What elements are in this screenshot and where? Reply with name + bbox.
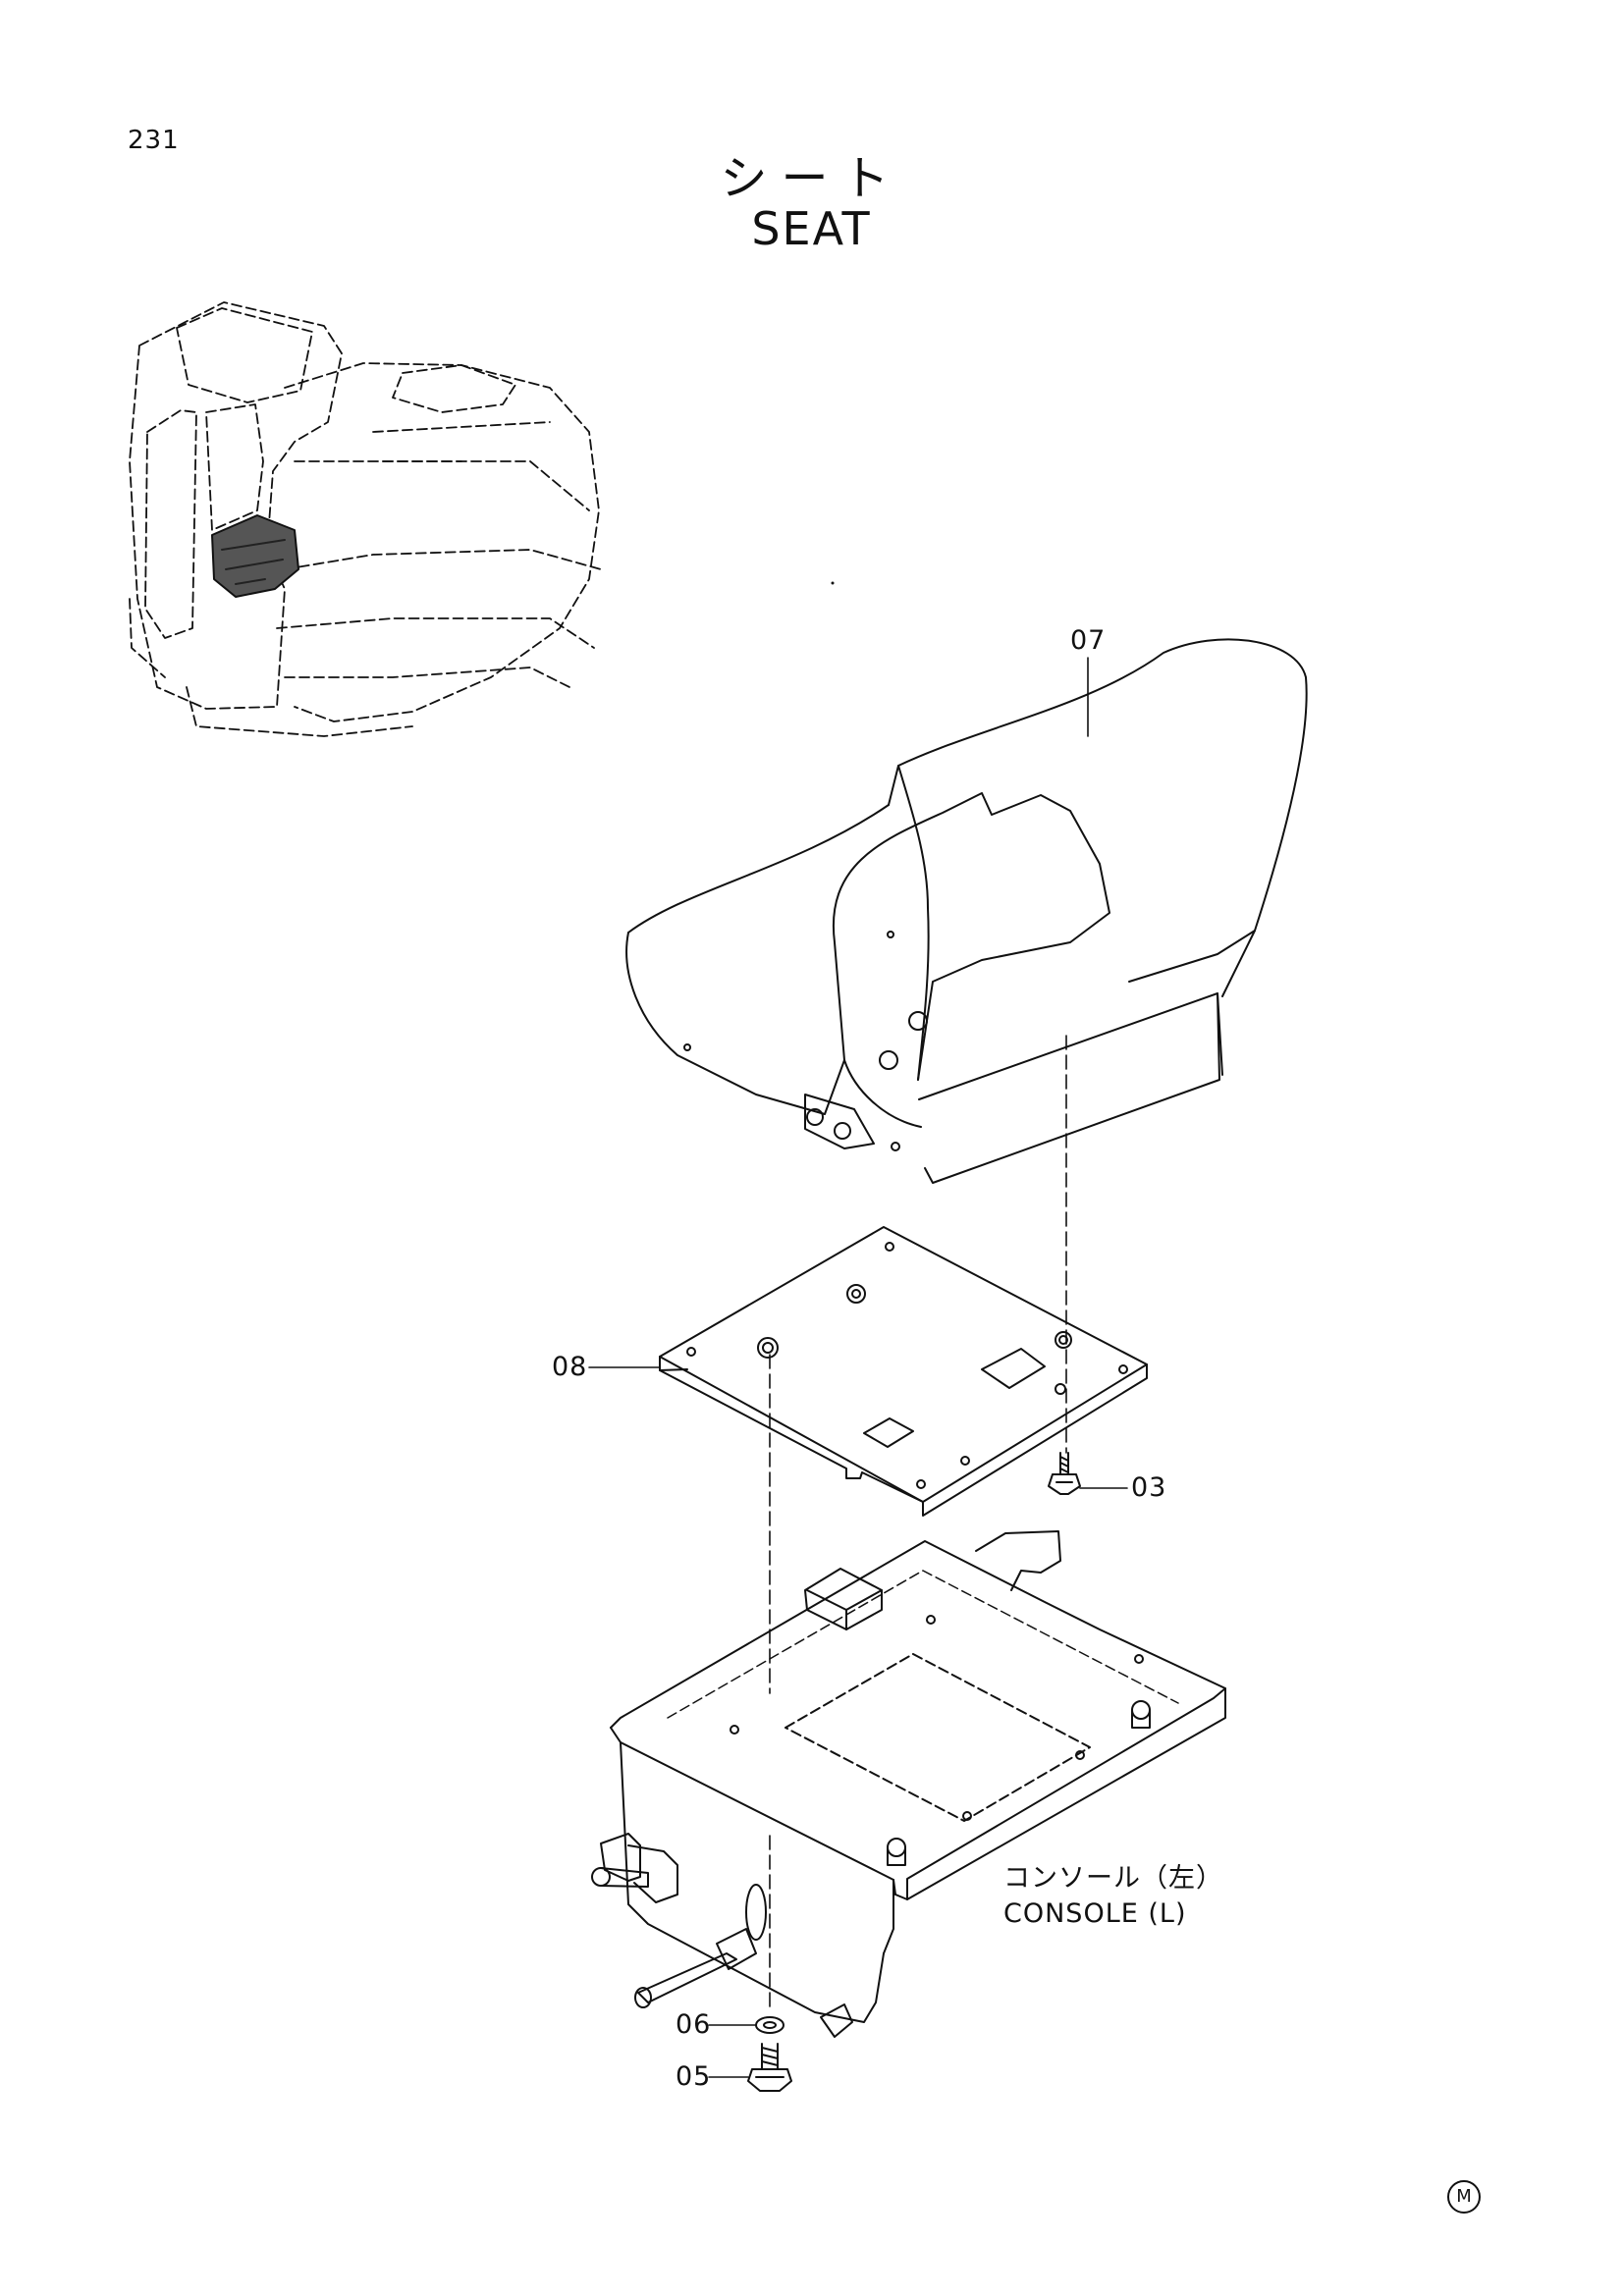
console-label: コンソール（左） CONSOLE (L) — [1003, 1861, 1223, 1932]
excavator-overview — [129, 301, 602, 737]
callout-05: 05 — [676, 2061, 712, 2092]
console-label-japanese: コンソール（左） — [1003, 1863, 1223, 1894]
callout-06: 06 — [676, 2009, 712, 2040]
page-number: 231 — [128, 126, 180, 155]
seat-location-highlight — [211, 514, 299, 598]
seat-assembly — [625, 638, 1308, 1184]
title-japanese: シート — [720, 151, 903, 206]
revision-mark: M — [1447, 2180, 1481, 2214]
mounting-plate — [659, 1226, 1148, 1517]
callout-07: 07 — [1070, 625, 1107, 656]
title-english: SEAT — [751, 202, 872, 255]
bolt-03 — [1048, 1452, 1081, 1495]
alignment-lines — [769, 1035, 1067, 2013]
console-label-english: CONSOLE (L) — [1003, 1898, 1187, 1929]
console-base — [591, 1530, 1226, 2038]
leader-lines — [588, 657, 1128, 2078]
bolt-05 — [747, 2043, 792, 2092]
callout-08: 08 — [552, 1352, 588, 1382]
washer-06 — [755, 2016, 784, 2034]
callout-03: 03 — [1131, 1472, 1167, 1503]
